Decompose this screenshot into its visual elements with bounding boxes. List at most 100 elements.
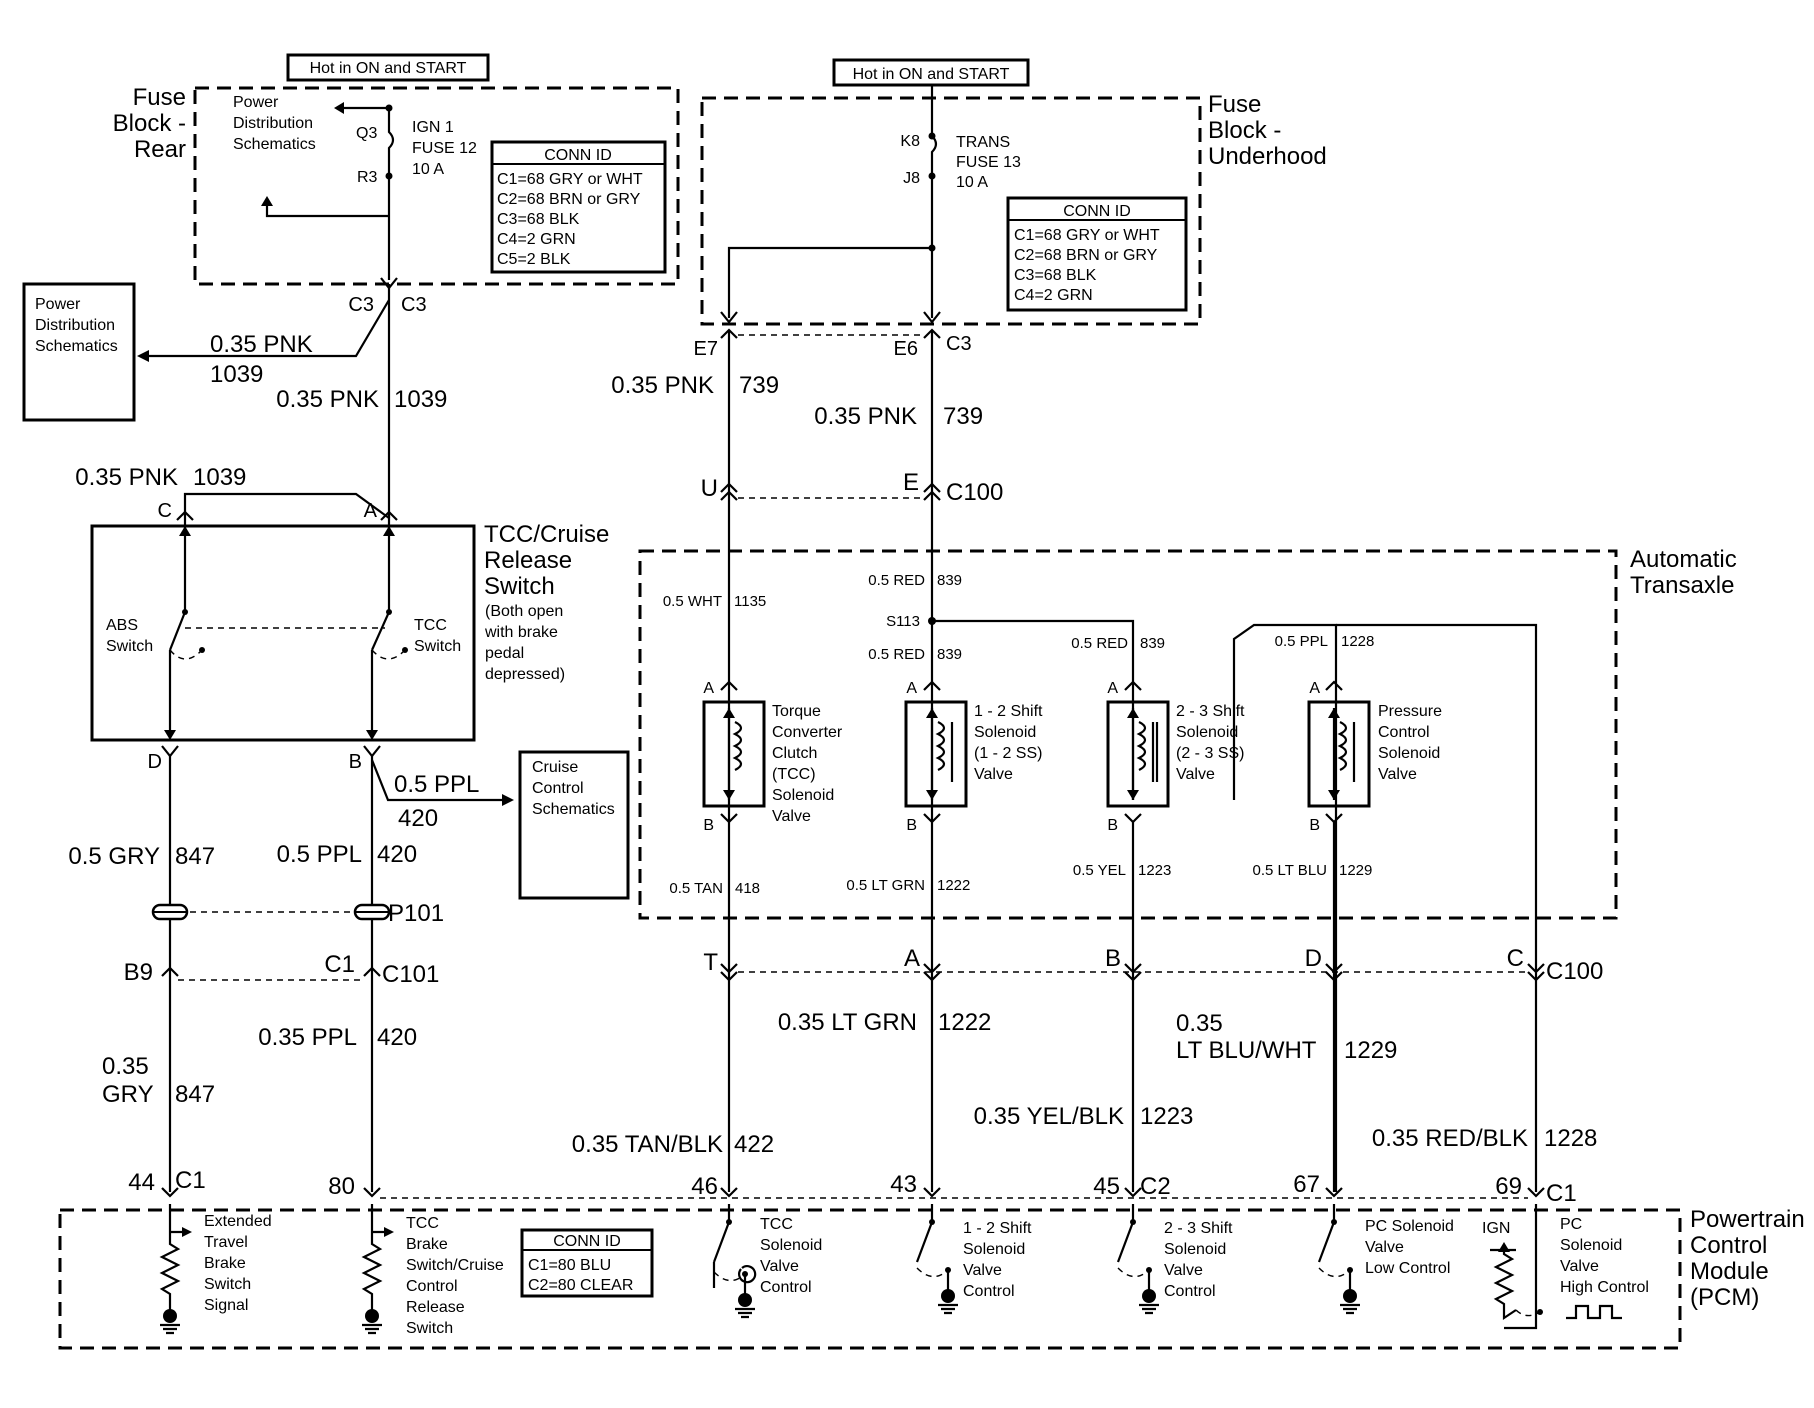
svg-text:10 A: 10 A	[412, 161, 444, 178]
conn-id-rear-title: CONN ID	[544, 147, 612, 164]
svg-text:739: 739	[943, 403, 983, 430]
svg-text:Distribution: Distribution	[233, 115, 313, 132]
svg-text:Release: Release	[406, 1299, 465, 1316]
svg-text:(2 - 3 SS): (2 - 3 SS)	[1176, 745, 1244, 762]
pin-a-label: A	[906, 680, 917, 697]
ss12-ctrl-label: 1 - 2 Shift	[963, 1220, 1032, 1237]
c3-right-label: C3	[401, 294, 427, 316]
pc-low-label: PC Solenoid	[1365, 1218, 1454, 1235]
pin-c-label: C	[158, 500, 172, 522]
conn-id-pcm-title: CONN ID	[553, 1233, 621, 1250]
k8-label: K8	[900, 133, 920, 150]
power-distribution-box: Power Distribution Schematics	[22, 282, 136, 422]
svg-text:10 A: 10 A	[956, 174, 988, 191]
svg-text:Control: Control	[1164, 1283, 1216, 1300]
ss23-ctrl-label: 2 - 3 Shift	[1164, 1220, 1233, 1237]
svg-text:Travel: Travel	[204, 1234, 248, 1251]
wire-label: 0.5 TAN	[669, 880, 723, 897]
svg-text:FUSE 13: FUSE 13	[956, 154, 1021, 171]
wire-label: 0.35 PNK	[611, 372, 714, 399]
tcc-cruise-release-switch: C A ABS Switch TCC Switch TCC/Cruise Rel…	[90, 500, 609, 773]
fuse-block-underhood-title: Fuse	[1208, 91, 1261, 118]
r3-label: R3	[357, 169, 378, 186]
c1-left-label: C1	[175, 1167, 206, 1194]
e-label: E	[903, 469, 919, 496]
tcc-brake-label: TCC	[406, 1215, 439, 1232]
svg-text:Schematics: Schematics	[233, 136, 316, 153]
e7-label: E7	[694, 338, 718, 360]
ign-label: IGN	[1482, 1220, 1510, 1237]
transaxle-title: Automatic	[1630, 546, 1737, 573]
q3-label: Q3	[356, 125, 377, 142]
pin-46: 46	[691, 1173, 718, 1200]
svg-text:Rear: Rear	[134, 136, 186, 163]
svg-text:Switch: Switch	[204, 1276, 251, 1293]
svg-text:839: 839	[1140, 635, 1165, 652]
svg-text:depressed): depressed)	[485, 666, 565, 683]
ss12-label: 1 - 2 Shift	[974, 703, 1043, 720]
svg-text:1222: 1222	[937, 877, 970, 894]
svg-text:Power: Power	[35, 296, 81, 313]
a-label: A	[904, 945, 920, 972]
svg-text:Valve: Valve	[1176, 766, 1215, 783]
wire-847-420: 0.5 PPL 420 0.5 GRY 847 0.5 PPL 420 P101…	[68, 756, 514, 1192]
conn-id-underhood-title: CONN ID	[1063, 203, 1131, 220]
svg-text:Release: Release	[484, 547, 572, 574]
svg-text:Switch: Switch	[414, 638, 461, 655]
wire-label: 0.5 RED	[1071, 635, 1128, 652]
wire-label: 0.35	[1176, 1010, 1223, 1037]
svg-text:Block -: Block -	[1208, 117, 1281, 144]
svg-text:1229: 1229	[1339, 862, 1372, 879]
pin-b-label: B	[906, 817, 917, 834]
hot-label-underhood: Hot in ON and START	[853, 66, 1010, 83]
svg-text:Control: Control	[963, 1283, 1015, 1300]
c100-bottom-label: C100	[1546, 958, 1603, 985]
pin-b-label: B	[703, 817, 714, 834]
svg-text:High Control: High Control	[1560, 1279, 1649, 1296]
wire-label: 0.35 TAN/BLK	[572, 1131, 723, 1158]
svg-text:Schematics: Schematics	[35, 338, 118, 355]
cruise-control-box: Cruise Control Schematics	[518, 750, 630, 900]
svg-text:(PCM): (PCM)	[1690, 1284, 1759, 1311]
svg-text:Switch: Switch	[106, 638, 153, 655]
wire-label: 0.5 GRY	[68, 843, 160, 870]
svg-text:420: 420	[398, 805, 438, 832]
power-dist-ref: Power	[233, 94, 279, 111]
pin-45: 45	[1093, 1173, 1120, 1200]
j8-label: J8	[903, 170, 920, 187]
wire-label: 0.5 YEL	[1073, 862, 1126, 879]
pin-a-label: A	[1107, 680, 1118, 697]
tcc-solenoid-valve	[702, 700, 766, 808]
svg-text:1229: 1229	[1344, 1037, 1397, 1064]
tcc-switch-label: TCC	[414, 617, 447, 634]
wire-1039: 0.35 PNK 1039 0.35 PNK 1039 0.35 PNK 103…	[75, 277, 447, 519]
tcc-brake-input	[361, 1204, 394, 1335]
svg-text:Cruise: Cruise	[532, 759, 578, 776]
svg-text:Distribution: Distribution	[35, 317, 115, 334]
ign1-fuse-label: IGN 1	[412, 119, 454, 136]
pin-80: 80	[328, 1173, 355, 1200]
svg-text:839: 839	[937, 572, 962, 589]
svg-text:1223: 1223	[1140, 1103, 1193, 1130]
svg-text:GRY: GRY	[102, 1081, 154, 1108]
conn-id-rear-line: C1=68 GRY or WHT	[497, 171, 643, 188]
pin-a-label: A	[703, 680, 714, 697]
svg-text:Signal: Signal	[204, 1297, 248, 1314]
svg-text:Valve: Valve	[1560, 1258, 1599, 1275]
svg-text:Underhood: Underhood	[1208, 143, 1327, 170]
wire-label: 0.35 PNK	[814, 403, 917, 430]
conn-id-pcm-line: C1=80 BLU	[528, 1257, 611, 1274]
svg-text:with brake: with brake	[484, 624, 558, 641]
svg-text:Valve: Valve	[760, 1258, 799, 1275]
tcc-solenoid-label: Torque	[772, 703, 821, 720]
svg-text:Solenoid: Solenoid	[974, 724, 1036, 741]
svg-text:1135: 1135	[734, 593, 766, 610]
svg-text:C5=2 BLK: C5=2 BLK	[497, 251, 571, 268]
e6-label: E6	[894, 338, 918, 360]
s113-label: S113	[886, 613, 920, 630]
svg-text:Solenoid: Solenoid	[1176, 724, 1238, 741]
svg-text:Valve: Valve	[1164, 1262, 1203, 1279]
wire-label: 0.5 PPL	[277, 841, 362, 868]
u-label: U	[701, 475, 718, 502]
svg-text:Valve: Valve	[963, 1262, 1002, 1279]
